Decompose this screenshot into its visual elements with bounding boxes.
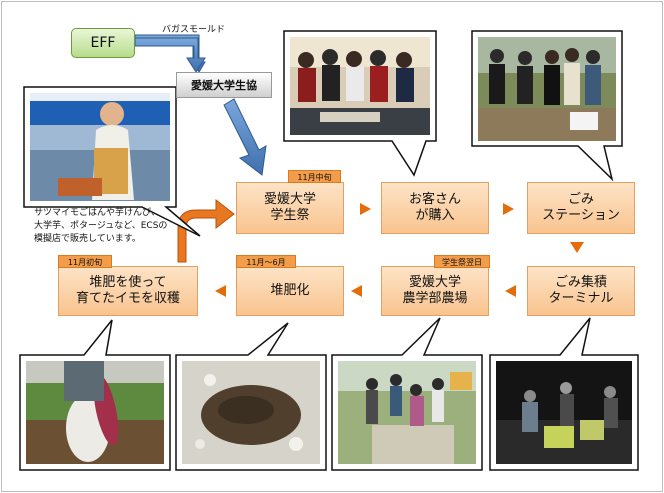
coop-box: 愛媛大学生協 xyxy=(176,72,272,98)
photo-callout-station xyxy=(472,31,622,179)
compost-box: 堆肥化 xyxy=(236,266,344,316)
festival-box: 愛媛大学 学生祭 xyxy=(236,182,344,234)
arrow-coop-to-festival xyxy=(224,99,266,175)
harvest-box: 堆肥を使って 育てたイモを収穫 xyxy=(58,266,198,316)
farm-box: 愛媛大学 農学部農場 xyxy=(381,266,489,316)
photo-callout-terminal xyxy=(490,318,638,470)
tag-festival: 11月中旬 xyxy=(288,170,341,183)
photo-callout-compost xyxy=(176,323,326,470)
terminal-box: ごみ集積 ターミナル xyxy=(527,266,635,316)
flow-arrow-terminal-farm xyxy=(505,285,516,297)
photo-callout-farm xyxy=(332,318,482,470)
flow-arrow-festival-purchase xyxy=(360,203,371,215)
caption-line: 大学芋、ポタージュなど、ECSの xyxy=(34,220,184,233)
eff-box: EFF xyxy=(71,28,135,58)
caption-line: 模擬店で販売しています。 xyxy=(34,233,184,246)
flow-arrow-station-terminal xyxy=(570,242,584,253)
arrow-eff-to-coop xyxy=(135,35,205,72)
flow-arrow-farm-compost xyxy=(351,285,362,297)
caption-line: サツマイモごはんや芋けんぴ、 xyxy=(34,207,184,220)
seller-caption: サツマイモごはんや芋けんぴ、 大学芋、ポタージュなど、ECSの 模擬店で販売して… xyxy=(34,207,184,246)
station-box: ごみ ステーション xyxy=(527,182,635,234)
tag-compost: 11月～6月 xyxy=(236,255,296,268)
tag-harvest: 11月初旬 xyxy=(58,255,112,268)
tag-farm: 学生祭翌日 xyxy=(434,255,490,268)
photo-callout-customers xyxy=(284,31,436,175)
purchase-box: お客さん が購入 xyxy=(381,182,489,234)
flow-arrow-purchase-station xyxy=(503,203,514,215)
flow-arrow-compost-harvest xyxy=(215,285,226,297)
arrow-harvest-to-festival xyxy=(178,200,234,262)
photo-callout-potato xyxy=(20,320,170,470)
mall-label: バガスモールド xyxy=(162,22,225,35)
